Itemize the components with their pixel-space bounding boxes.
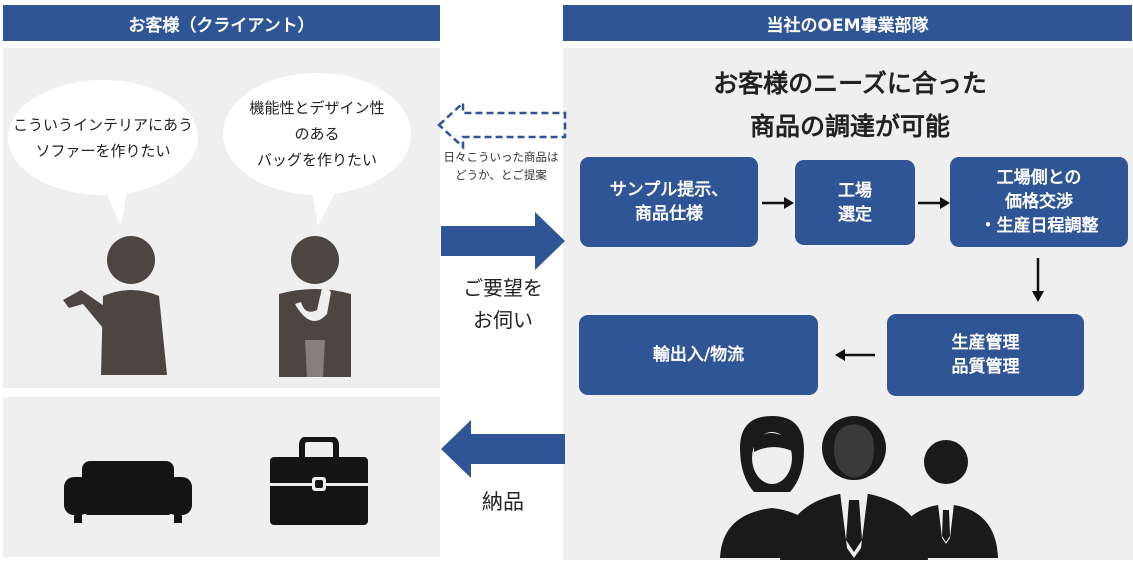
proposal-caption: 日々こういった商品は どうか、とご提案 (437, 148, 565, 184)
bubble-line: 機能性とデザイン性 (249, 99, 385, 117)
step-production-quality: 生産管理 品質管理 (887, 314, 1084, 396)
step-logistics: 輸出入/物流 (579, 315, 818, 395)
label-line: お伺い (473, 308, 533, 332)
business-team-icon (720, 416, 998, 560)
person-speaking-icon (63, 236, 167, 375)
label-line: ご要望を (463, 276, 543, 300)
speech-bubble-sofa: こういうインテリアにあう ソファーを作りたい (8, 80, 198, 195)
proposal-dashed-arrow (437, 100, 567, 150)
step-line: 選定 (838, 204, 872, 225)
step-line: 生産管理 (951, 333, 1020, 353)
bubble-line: のある (294, 125, 340, 143)
headline-line: お客様のニーズに合った (713, 69, 987, 98)
step-line: 商品仕様 (635, 204, 703, 224)
step-line: ・生産日程調整 (979, 216, 1099, 236)
speech-bubble-bag: 機能性とデザイン性 のある バッグを作りたい (223, 73, 411, 195)
step-line: サンプル提示、 (609, 180, 729, 200)
flow-arrow-1 (762, 197, 794, 209)
customer-header: お客様（クライアント） (3, 5, 440, 41)
headline-line: 商品の調達が可能 (749, 112, 950, 141)
person-thinking-icon (279, 236, 351, 377)
caption-line: 日々こういった商品は (443, 150, 559, 164)
delivery-arrow (441, 420, 565, 478)
bubble-line: ソファーを作りたい (35, 141, 171, 160)
flow-arrow-left (835, 349, 875, 361)
step-line: 工場側との (996, 168, 1082, 188)
request-label: ご要望を お伺い (440, 272, 566, 336)
step-line: 工場 (838, 180, 872, 201)
step-line: 価格交渉 (1005, 192, 1073, 212)
step-sample-spec: サンプル提示、 商品仕様 (580, 157, 758, 247)
step-line: 輸出入/物流 (652, 345, 745, 365)
step-factory-selection: 工場 選定 (795, 160, 915, 245)
step-price-negotiation: 工場側との 価格交渉 ・生産日程調整 (950, 157, 1128, 247)
bubble-line: こういうインテリアにあう (12, 115, 193, 134)
caption-line: どうか、とご提案 (455, 168, 547, 182)
delivery-label: 納品 (482, 490, 524, 514)
headline: お客様のニーズに合った 商品の調達が可能 (600, 62, 1100, 148)
request-arrow (441, 212, 565, 270)
flow-arrow-2 (918, 197, 950, 209)
step-line: 品質管理 (951, 357, 1020, 377)
briefcase-icon (270, 437, 368, 525)
bubble-line: バッグを作りたい (256, 151, 377, 169)
oem-division-header: 当社のOEM事業部隊 (563, 5, 1132, 41)
sofa-icon (64, 461, 192, 523)
flow-arrow-down (1032, 258, 1044, 302)
